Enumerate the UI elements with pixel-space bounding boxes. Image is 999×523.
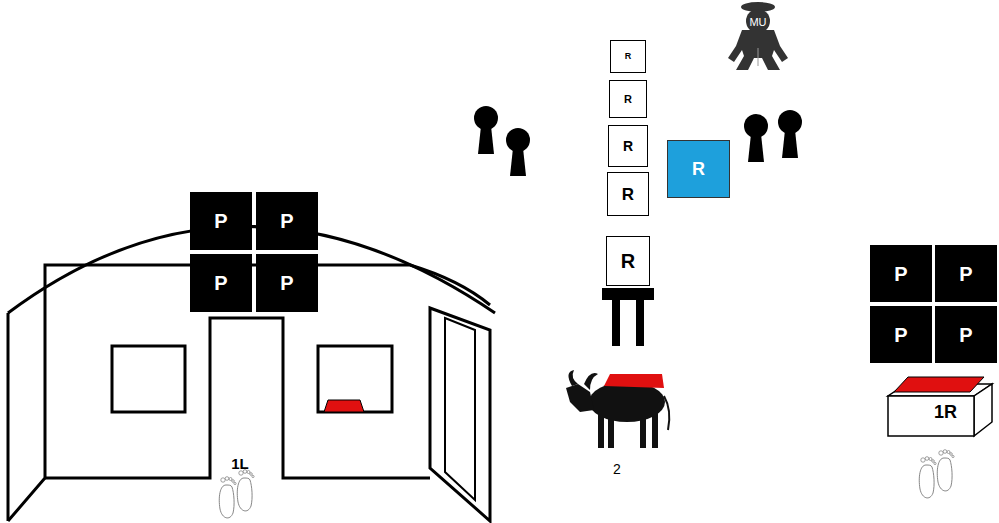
block-letter: 1R: [934, 403, 957, 421]
p-block: P: [870, 306, 932, 363]
r-block: R: [608, 125, 648, 167]
p-block: P: [935, 245, 997, 302]
p-block: P: [190, 192, 252, 250]
r-block: R: [607, 172, 649, 216]
block-letter: P: [959, 264, 972, 284]
block-letter: R: [622, 186, 634, 203]
place-label: 1L: [231, 456, 249, 471]
p-block: P: [256, 254, 318, 312]
block-letter: P: [280, 211, 293, 231]
block-letter: R: [625, 52, 632, 61]
block-letter: P: [894, 264, 907, 284]
red-box: [324, 400, 364, 412]
crate-box: 1R: [884, 374, 996, 438]
block-letter: MU: [749, 17, 766, 28]
p-block: P: [190, 254, 252, 312]
r-block: R: [610, 40, 646, 73]
block-letter: R: [623, 139, 633, 153]
p-block: P: [256, 192, 318, 250]
stool: [602, 288, 654, 346]
p-block: P: [935, 306, 997, 363]
block-letter: P: [214, 211, 227, 231]
block-letter: P: [959, 325, 972, 345]
blue-r-block: R: [667, 140, 730, 198]
block-letter: P: [214, 273, 227, 293]
sumo-silhouette: [722, 0, 794, 72]
footprints: [219, 450, 954, 518]
block-letter: R: [621, 251, 635, 271]
block-letter: R: [692, 160, 705, 178]
block-letter: P: [894, 325, 907, 345]
p-block: P: [870, 245, 932, 302]
house: [8, 227, 495, 522]
r-block: R: [606, 236, 650, 286]
r-block: R: [609, 80, 647, 118]
callout-number: 2: [613, 462, 621, 476]
sumo-figure: MU: [722, 0, 794, 72]
block-letter: P: [280, 273, 293, 293]
cow: [566, 370, 669, 448]
block-letter: R: [624, 94, 632, 105]
